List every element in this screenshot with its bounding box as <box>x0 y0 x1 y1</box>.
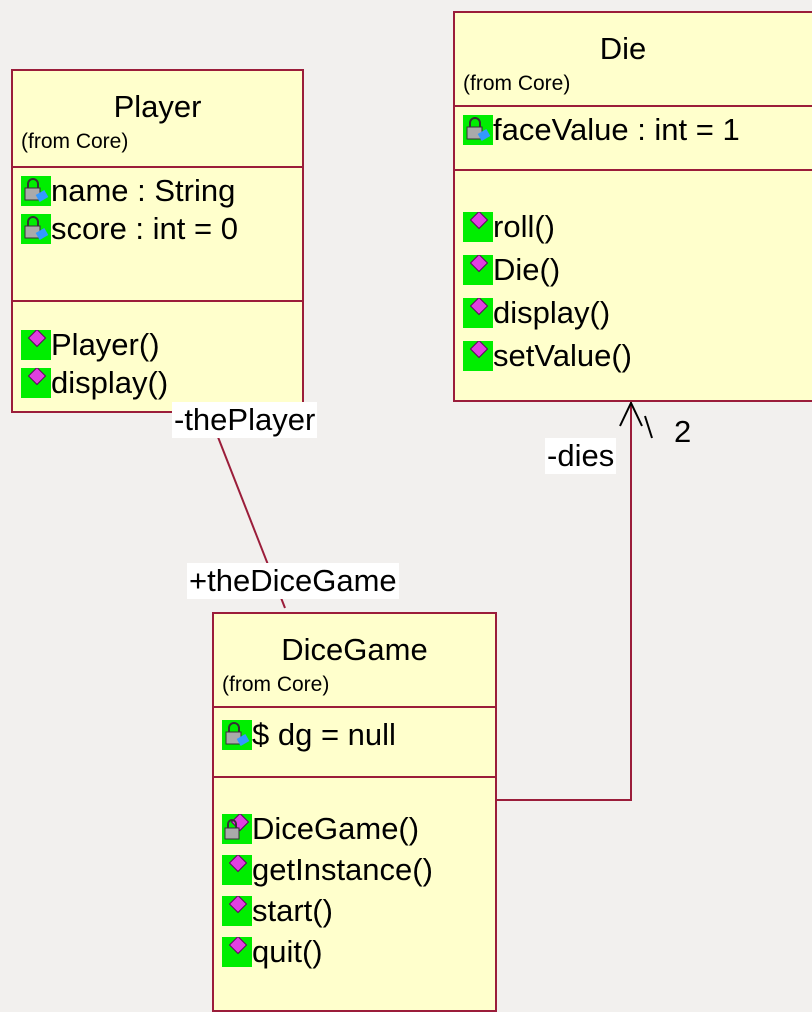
lock-icon <box>21 214 51 244</box>
operation-row[interactable]: display() <box>463 291 812 334</box>
operation-text: start() <box>252 892 333 928</box>
diamond-icon <box>21 366 51 398</box>
class-dicegame[interactable]: DiceGame (from Core) $ dg = null DiceGam… <box>212 612 497 1012</box>
class-name: Player <box>113 89 202 124</box>
diamond-icon <box>463 210 493 242</box>
attribute-row[interactable]: name : String <box>21 172 302 210</box>
diamond-icon <box>21 328 51 360</box>
lock-diamond-icon <box>222 812 252 844</box>
attribute-text: name : String <box>51 173 236 208</box>
class-package: (from Core) <box>21 130 129 153</box>
operation-row[interactable]: display() <box>21 364 302 402</box>
class-name: Die <box>599 31 647 66</box>
operation-text: Die() <box>493 251 561 287</box>
operation-text: display() <box>493 294 611 330</box>
class-die[interactable]: Die (from Core) faceValue : int = 1 roll… <box>453 11 812 402</box>
lock-icon <box>222 720 252 750</box>
diamond-icon <box>463 253 493 285</box>
operation-row[interactable]: getInstance() <box>222 849 495 890</box>
class-package: (from Core) <box>463 72 571 95</box>
operation-row[interactable]: Die() <box>463 248 812 291</box>
operation-row[interactable]: quit() <box>222 931 495 972</box>
operation-row[interactable]: setValue() <box>463 334 812 377</box>
role-label-thedicegame: +theDiceGame <box>187 563 399 599</box>
operation-text: quit() <box>252 933 323 969</box>
class-package: (from Core) <box>222 673 330 696</box>
attributes-section: name : String score : int = 0 <box>13 166 302 300</box>
operation-text: display() <box>51 365 169 400</box>
role-label-dies: -dies <box>545 438 617 474</box>
operation-row[interactable]: start() <box>222 890 495 931</box>
diamond-icon <box>222 894 252 926</box>
operation-row[interactable]: DiceGame() <box>222 808 495 849</box>
operations-section: Player() display() <box>13 300 302 402</box>
attributes-section: $ dg = null <box>214 706 495 776</box>
diamond-icon <box>463 296 493 328</box>
lock-icon <box>21 176 51 206</box>
attribute-row[interactable]: $ dg = null <box>222 716 495 754</box>
multiplicity-label: 2 <box>674 414 692 449</box>
operations-section: roll() Die() display() setValue() <box>455 169 812 377</box>
attribute-text: faceValue : int = 1 <box>493 112 740 147</box>
class-name: DiceGame <box>281 632 428 667</box>
attribute-text: score : int = 0 <box>51 211 238 246</box>
dicegame-die-association <box>496 402 632 801</box>
attributes-section: faceValue : int = 1 <box>455 105 812 169</box>
diamond-icon <box>463 339 493 371</box>
attribute-row[interactable]: score : int = 0 <box>21 210 302 248</box>
operation-row[interactable]: Player() <box>21 326 302 364</box>
diamond-icon <box>222 853 252 885</box>
navigability-arrowhead <box>619 400 643 427</box>
attribute-text: $ dg = null <box>252 717 396 752</box>
attribute-row[interactable]: faceValue : int = 1 <box>463 111 812 149</box>
multiplicity-tick <box>644 415 653 439</box>
operation-text: roll() <box>493 208 555 244</box>
diamond-icon <box>222 935 252 967</box>
operation-row[interactable]: roll() <box>463 205 812 248</box>
lock-icon <box>463 115 493 145</box>
operation-text: Player() <box>51 327 160 362</box>
operation-text: DiceGame() <box>252 810 420 846</box>
operations-section: DiceGame() getInstance() start() quit() <box>214 776 495 972</box>
class-player[interactable]: Player (from Core) name : String score :… <box>11 69 304 413</box>
operation-text: getInstance() <box>252 851 433 887</box>
operation-text: setValue() <box>493 337 632 373</box>
role-label-theplayer: -thePlayer <box>172 402 318 438</box>
